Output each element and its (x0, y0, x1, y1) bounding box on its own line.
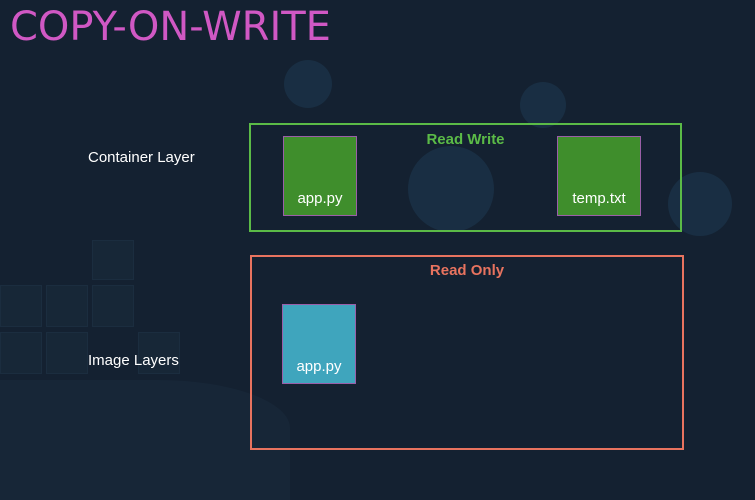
background-container-stack (92, 285, 134, 327)
file-name: app.py (296, 358, 342, 375)
background-circle (668, 172, 732, 236)
read-only-layer-box: Read Only app.py (250, 255, 684, 450)
background-circle (520, 82, 566, 128)
background-container-stack (0, 332, 42, 374)
read-only-label: Read Only (429, 262, 505, 279)
background-circle (284, 60, 332, 108)
background-circle (408, 146, 494, 232)
file-app-py-writable[interactable]: app.py (283, 136, 357, 216)
background-container-stack (0, 285, 42, 327)
read-write-label: Read Write (426, 131, 505, 148)
read-write-layer-box: Read Write app.py temp.txt (249, 123, 682, 232)
background-whale-shape (0, 380, 290, 500)
file-app-py-readonly[interactable]: app.py (282, 304, 356, 384)
file-temp-txt[interactable]: temp.txt (557, 136, 641, 216)
file-name: app.py (297, 190, 343, 207)
background-container-stack (92, 240, 134, 280)
page-title: COPY-ON-WRITE (10, 4, 331, 50)
container-layer-label: Container Layer (88, 149, 195, 166)
background-container-stack (46, 332, 88, 374)
file-name: temp.txt (572, 190, 626, 207)
background-container-stack (138, 332, 180, 374)
image-layers-label: Image Layers (88, 352, 179, 369)
background-container-stack (46, 285, 88, 327)
